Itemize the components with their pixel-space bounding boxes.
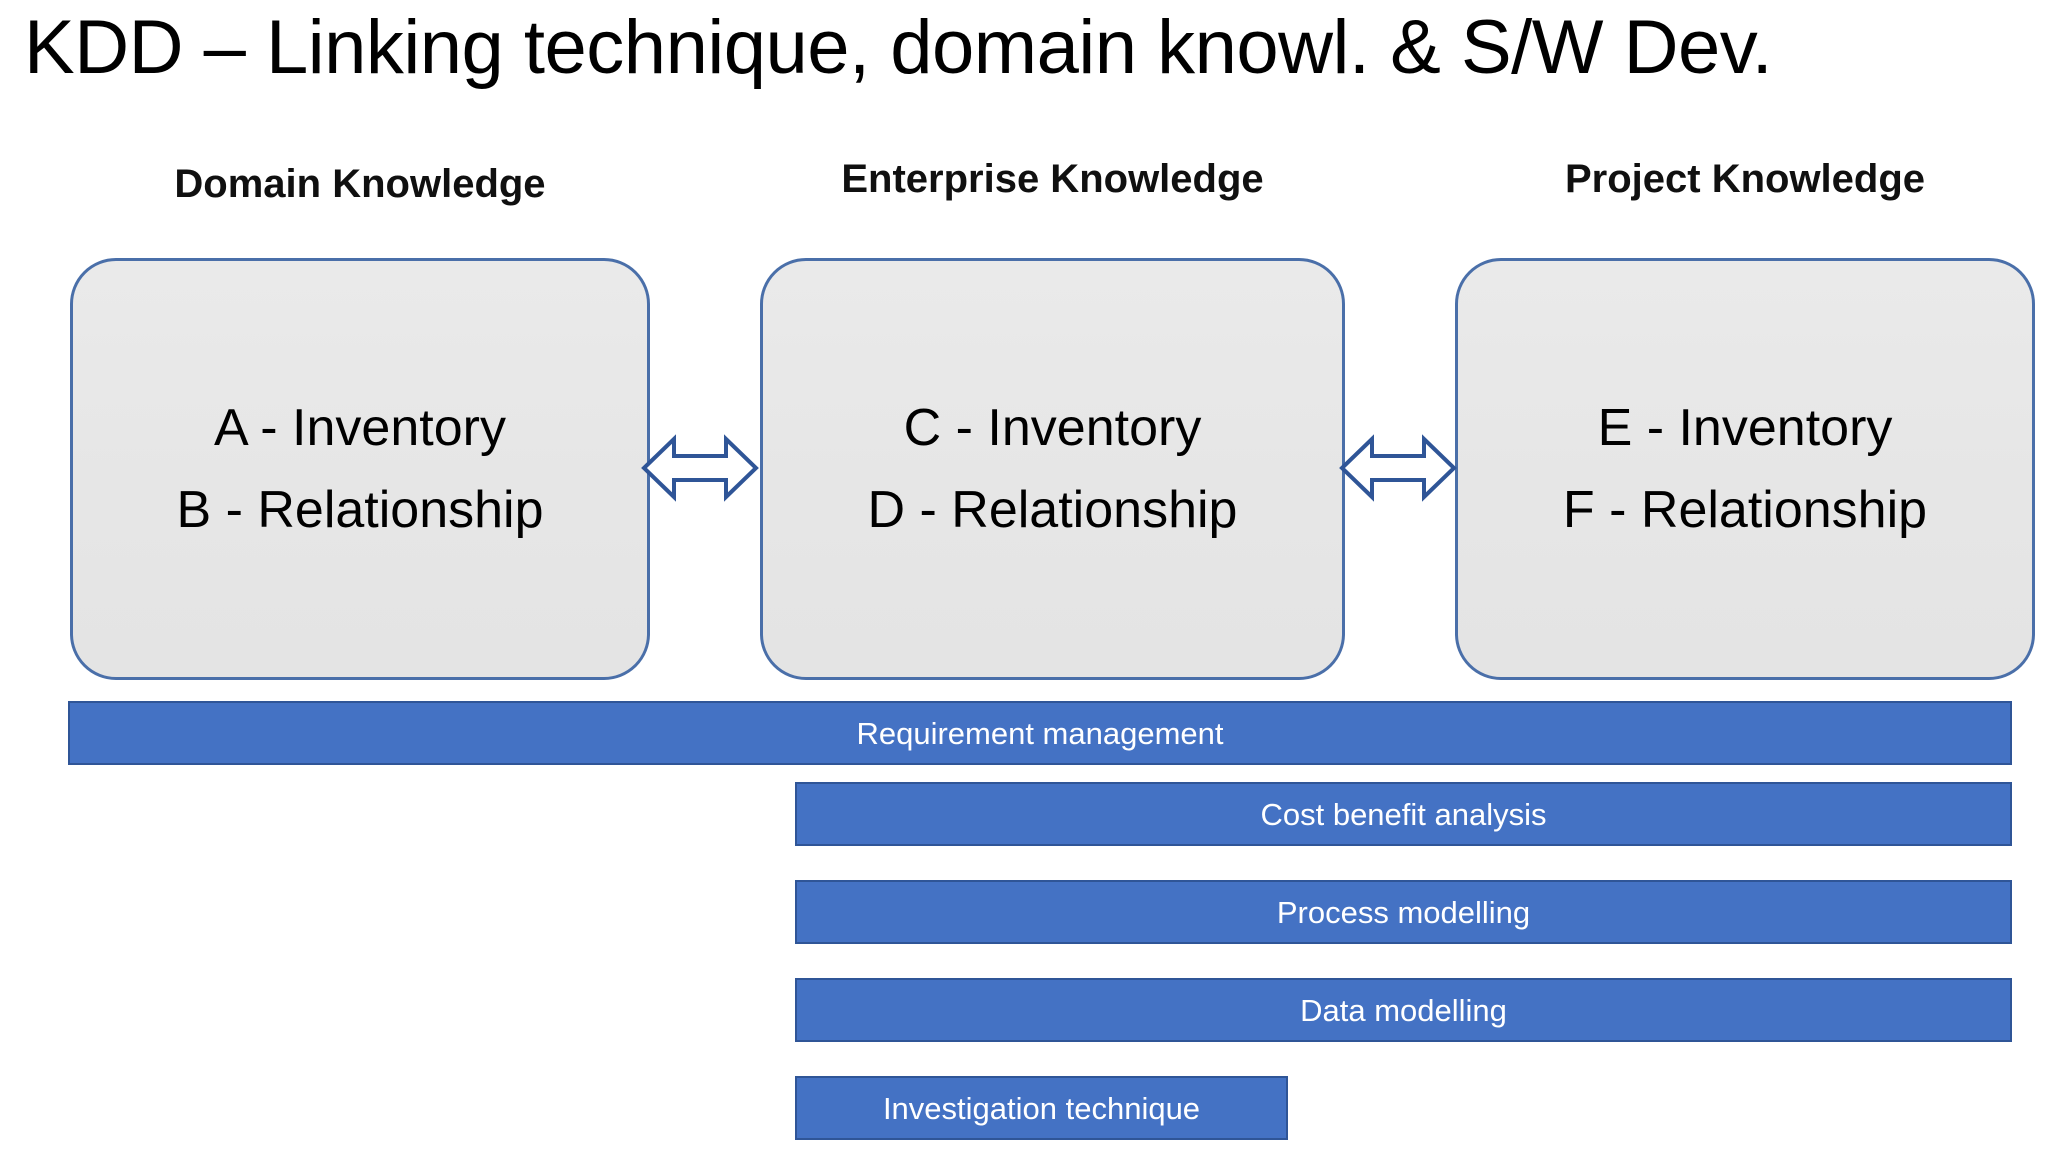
process-bar-label: Investigation technique (882, 1090, 1201, 1126)
process-bar-process-modelling[interactable]: Process modelling (795, 880, 2012, 944)
knowledge-box-enterprise-line-2: D - Relationship (867, 481, 1238, 539)
knowledge-box-domain[interactable]: A - Inventory B - Relationship (70, 258, 650, 680)
knowledge-box-project-line-1: E - Inventory (1597, 399, 1893, 457)
page-title: KDD – Linking technique, domain knowl. &… (24, 5, 1773, 90)
double-arrow-horizontal-icon (1338, 418, 1458, 518)
process-bar-requirement-management[interactable]: Requirement management (68, 701, 2012, 765)
process-bar-investigation-technique[interactable]: Investigation technique (795, 1076, 1288, 1140)
process-bar-label: Data modelling (1300, 992, 1507, 1028)
knowledge-box-domain-line-2: B - Relationship (176, 481, 544, 539)
process-bar-cost-benefit-analysis[interactable]: Cost benefit analysis (795, 782, 2012, 846)
knowledge-box-project-line-2: F - Relationship (1562, 481, 1928, 539)
column-header-domain-knowledge: Domain Knowledge (174, 162, 546, 206)
double-arrow-horizontal-icon (640, 418, 760, 518)
knowledge-box-domain-line-1: A - Inventory (214, 399, 506, 457)
knowledge-box-enterprise-line-1: C - Inventory (903, 399, 1202, 457)
knowledge-box-project[interactable]: E - Inventory F - Relationship (1455, 258, 2035, 680)
process-bar-label: Process modelling (1276, 894, 1531, 930)
column-header-project-knowledge: Project Knowledge (1564, 157, 1926, 201)
column-header-enterprise-knowledge: Enterprise Knowledge (841, 157, 1264, 201)
process-bar-data-modelling[interactable]: Data modelling (795, 978, 2012, 1042)
process-bar-label: Cost benefit analysis (1260, 796, 1547, 832)
knowledge-box-enterprise[interactable]: C - Inventory D - Relationship (760, 258, 1345, 680)
process-bar-label: Requirement management (856, 715, 1224, 751)
